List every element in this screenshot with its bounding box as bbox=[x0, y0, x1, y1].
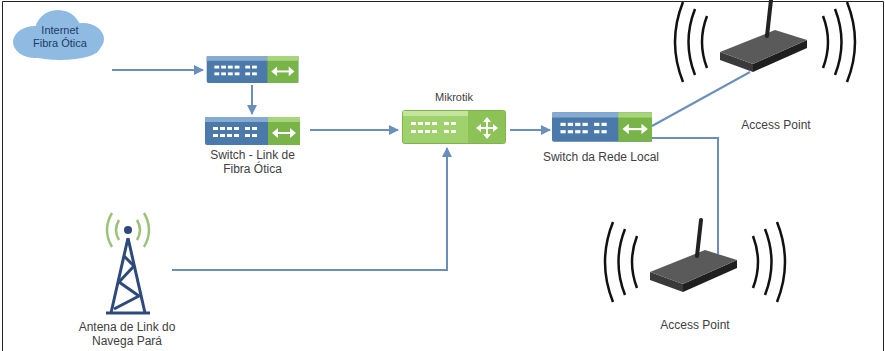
router-icon bbox=[403, 111, 506, 144]
node-label: Antena de Link do Navega Pará bbox=[71, 320, 183, 348]
switch-node: Switch da Rede Local bbox=[536, 108, 666, 167]
access-point-icon bbox=[675, 0, 855, 82]
connector-line bbox=[652, 72, 750, 126]
antenna-node: Antena de Link do Navega Pará bbox=[62, 205, 192, 351]
switch-icon bbox=[205, 117, 300, 145]
cloud-node: Internet Fibra Ótica bbox=[8, 4, 112, 74]
node-label: Access Point bbox=[635, 318, 755, 332]
cloud-shape bbox=[13, 10, 104, 60]
switch-icon bbox=[207, 56, 299, 83]
switch-node: Switch - Link de Fibra Ótica bbox=[195, 52, 310, 179]
router-node: Mikrotik bbox=[398, 90, 510, 148]
node-label: Switch da Rede Local bbox=[536, 150, 666, 164]
node-label: Access Point bbox=[716, 118, 836, 132]
connector-line bbox=[172, 148, 447, 270]
access-point-icon bbox=[605, 220, 785, 302]
node-label: Mikrotik bbox=[404, 91, 504, 104]
connector-line bbox=[510, 129, 550, 131]
access-point-node: Access Point bbox=[676, 4, 876, 135]
antenna-tower bbox=[106, 213, 150, 313]
node-label: Switch - Link de Fibra Ótica bbox=[201, 148, 305, 176]
node-label: Internet Fibra Ótica bbox=[29, 24, 91, 50]
switch-icon bbox=[552, 112, 652, 141]
internal-arrow bbox=[251, 85, 253, 114]
connector-line bbox=[112, 69, 203, 71]
access-point-node: Access Point bbox=[585, 190, 805, 335]
connector-line bbox=[652, 138, 718, 254]
connector-line bbox=[310, 129, 398, 131]
